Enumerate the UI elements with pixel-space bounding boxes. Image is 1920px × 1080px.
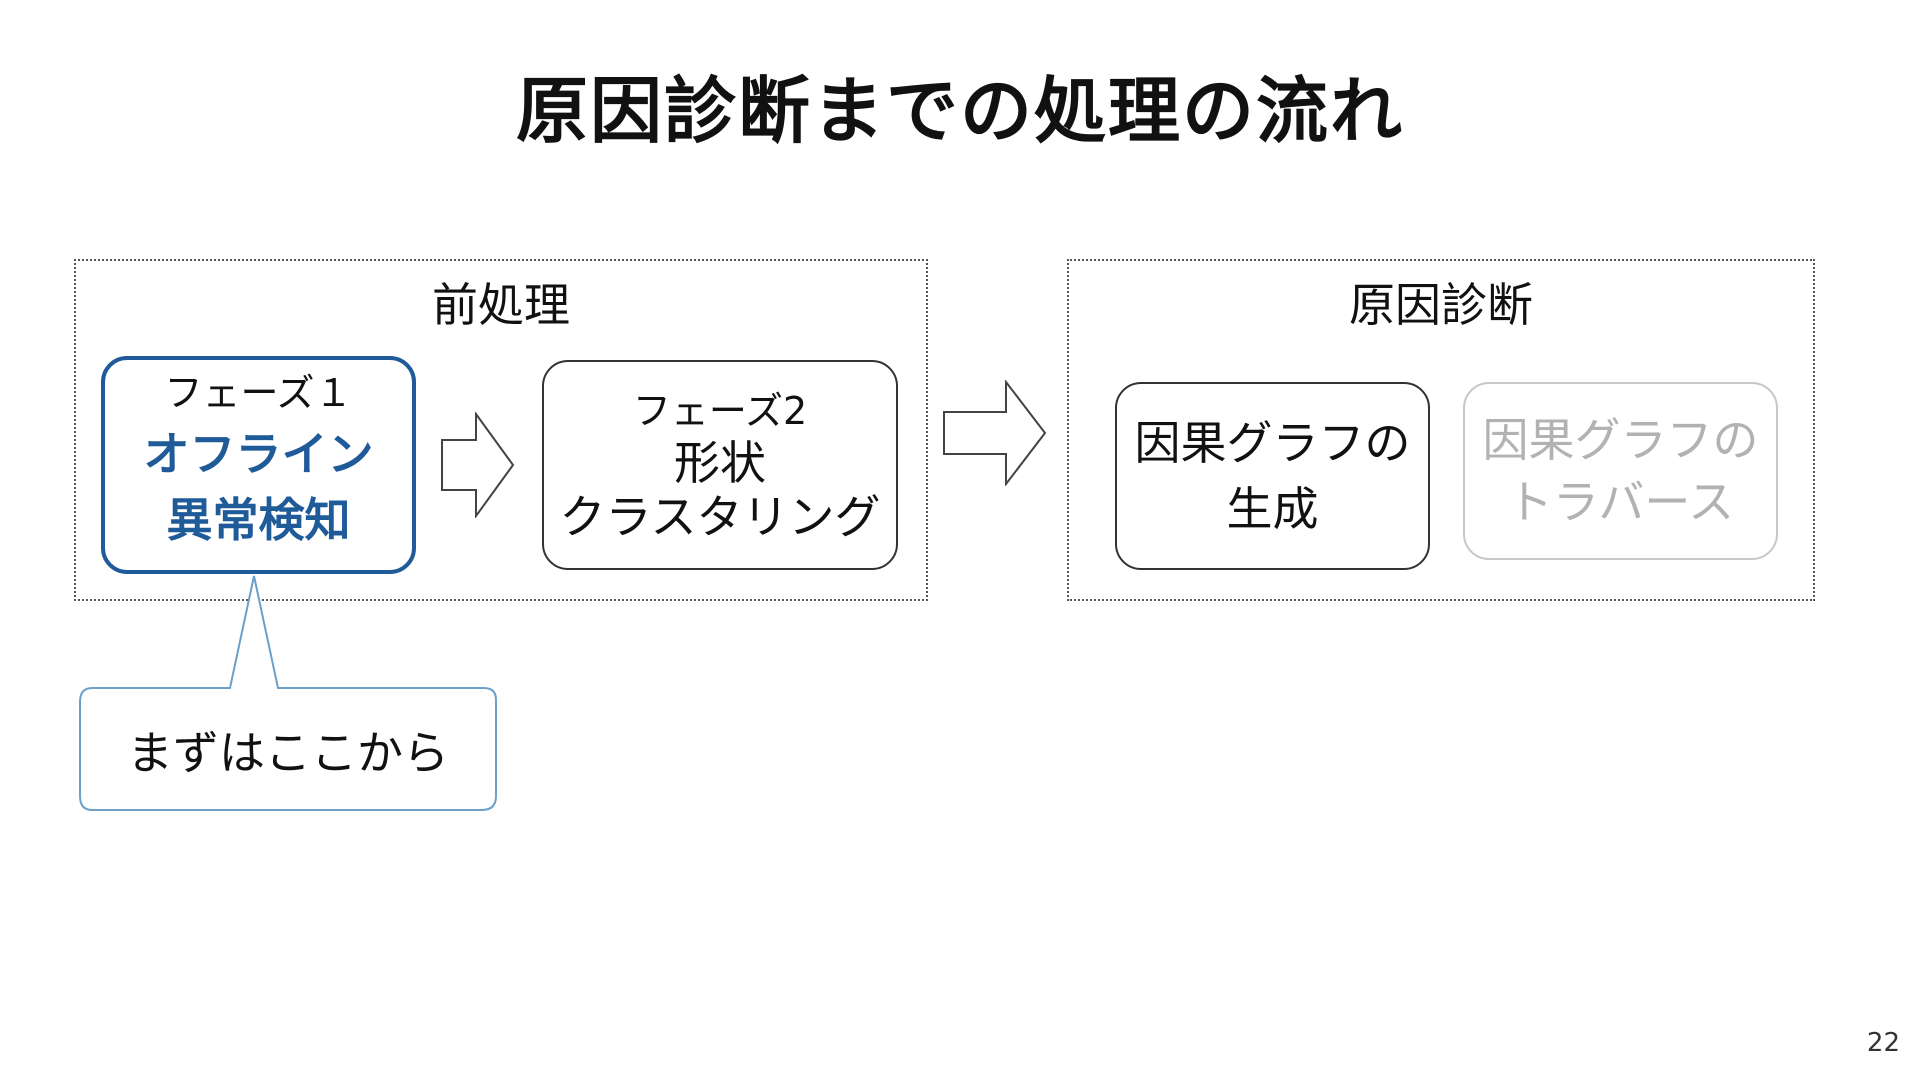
- phase2-line1: 形状: [674, 436, 766, 490]
- diagnosis-group-title: 原因診断: [1349, 278, 1533, 332]
- causal-graph-generation-box: 因果グラフの 生成: [1115, 382, 1430, 570]
- arrow-right-icon: [942, 380, 1048, 486]
- causal-graph-traversal-line2: トラバース: [1506, 475, 1735, 529]
- diagnosis-group: 原因診断: [1067, 259, 1815, 601]
- preprocess-group: 前処理: [74, 259, 928, 601]
- page-number: 22: [1866, 1028, 1900, 1058]
- phase2-box: フェーズ2 形状 クラスタリング: [542, 360, 898, 570]
- arrow-right-icon: [440, 412, 516, 518]
- phase1-label: フェーズ１: [164, 371, 353, 415]
- callout-bubble: まずはここから: [78, 574, 500, 814]
- causal-graph-generation-line1: 因果グラフの: [1134, 416, 1411, 470]
- causal-graph-traversal-line1: 因果グラフの: [1482, 413, 1759, 467]
- phase1-line2: 異常検知: [166, 493, 351, 547]
- phase1-box: フェーズ１ オフライン 異常検知: [101, 356, 416, 574]
- preprocess-group-title: 前処理: [432, 278, 570, 332]
- phase2-line2: クラスタリング: [559, 490, 881, 544]
- causal-graph-generation-line2: 生成: [1226, 482, 1319, 536]
- phase2-label: フェーズ2: [632, 389, 808, 433]
- page-title: 原因診断までの処理の流れ: [515, 69, 1404, 153]
- phase1-line1: オフライン: [143, 427, 374, 481]
- callout-text: まずはここから: [127, 726, 449, 780]
- causal-graph-traversal-box: 因果グラフの トラバース: [1463, 382, 1778, 560]
